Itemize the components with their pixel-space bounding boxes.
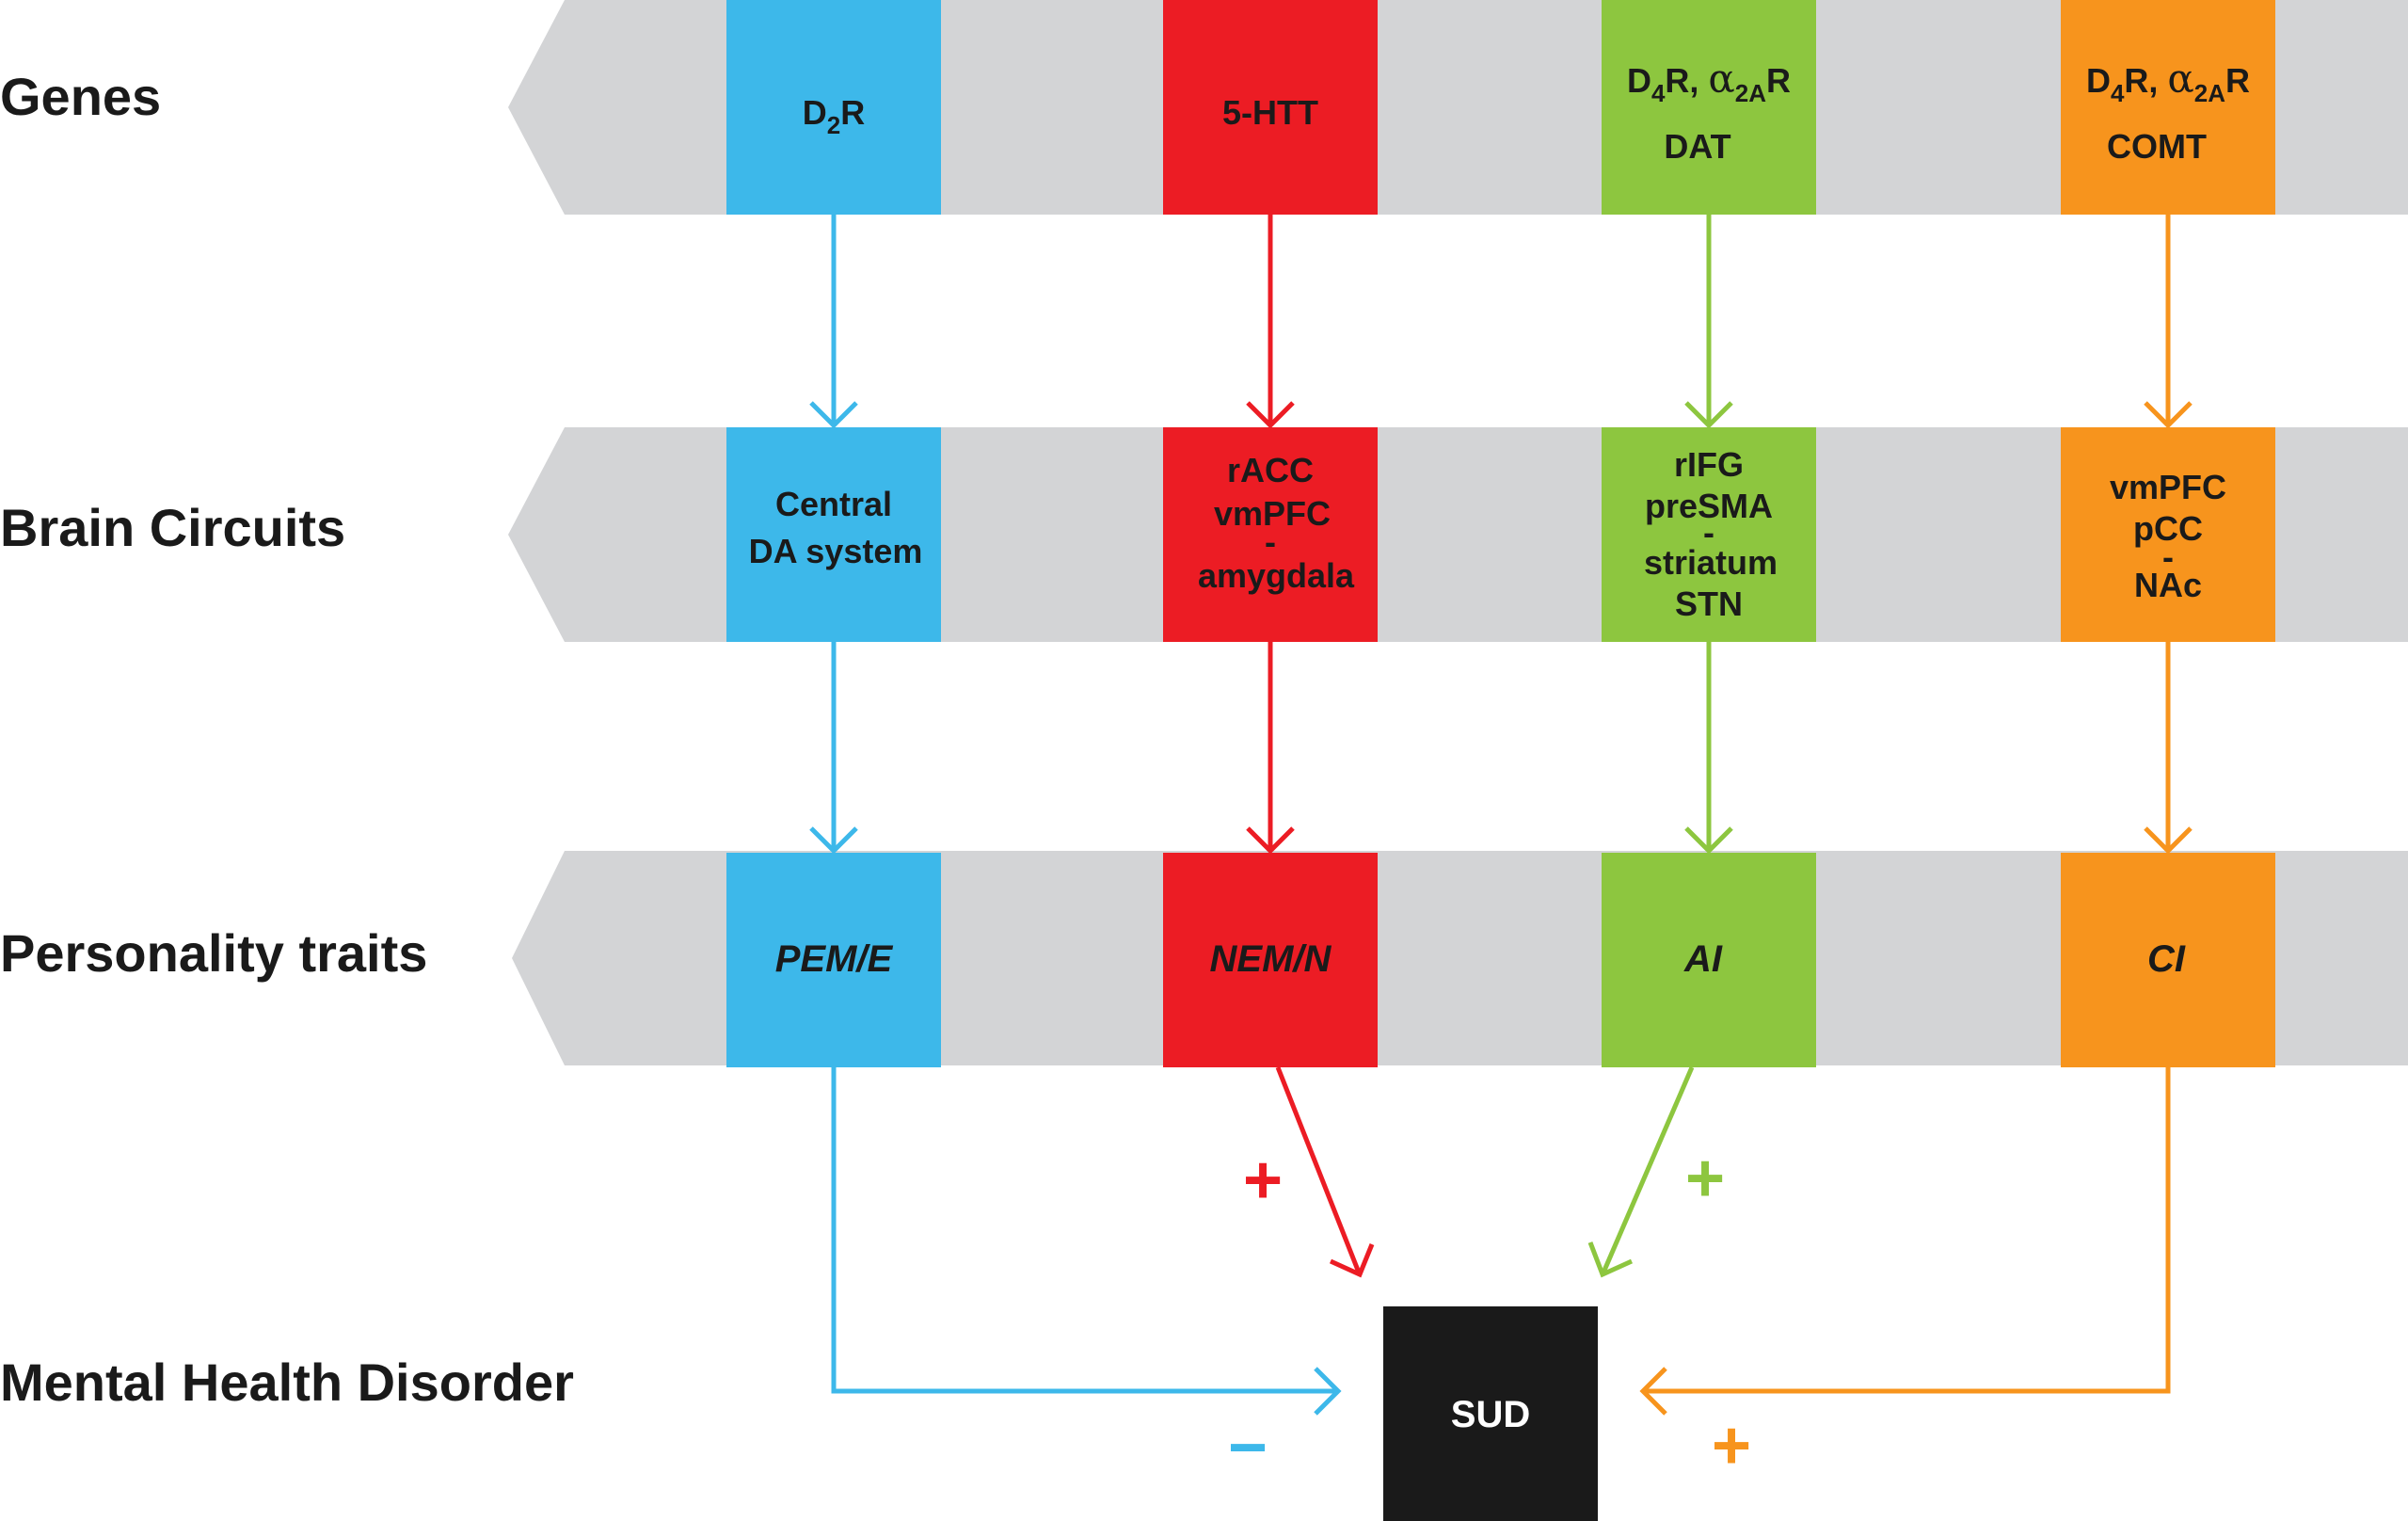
row-label-personality-traits: Personality traits — [0, 923, 427, 983]
circuit-text-red: rACC vmPFC - amygdala — [1198, 451, 1355, 595]
outcome-connectors — [831, 1066, 2171, 1416]
gene-box-d2r — [726, 0, 941, 215]
circuit-line: amygdala — [1198, 556, 1355, 595]
arrowhead-green-2 — [1684, 826, 1733, 855]
gene-box-d4r-comt — [2061, 0, 2275, 215]
connectors — [809, 215, 2193, 855]
arrowhead-orange-1 — [2144, 401, 2193, 429]
circuit-line: striatum — [1644, 543, 1778, 582]
trait-label-ai: AI — [1683, 938, 1723, 980]
outcome-label: SUD — [1451, 1394, 1530, 1435]
trait-box-nem-n — [1163, 853, 1378, 1067]
arrowhead-red-2 — [1246, 826, 1295, 855]
circuit-line: rACC — [1227, 451, 1314, 489]
row-label-brain-circuits: Brain Circuits — [0, 498, 345, 557]
circuit-text-orange: vmPFC pCC - NAc — [2110, 468, 2226, 604]
gene-box-5htt — [1163, 0, 1378, 215]
circuit-line: - — [1703, 513, 1714, 552]
sign-red-positive: + — [1243, 1143, 1283, 1218]
circuit-text-blue: Central DA system — [749, 485, 923, 570]
arrowhead-red-1 — [1246, 401, 1295, 429]
arrowhead-red-sud — [1329, 1243, 1375, 1278]
genes-band — [508, 0, 2408, 215]
row-label-genes: Genes — [0, 67, 161, 126]
circuit-line: rIFG — [1674, 445, 1744, 484]
arrowhead-green-sud — [1587, 1241, 1634, 1278]
circuit-line: pCC — [2133, 509, 2203, 548]
gene-label-d4r-alpha2ar-orange: D4R, α2AR — [2086, 56, 2250, 107]
trait-label-nem-n: NEM/N — [1210, 938, 1332, 980]
circuit-line: vmPFC — [1214, 494, 1331, 533]
arrowhead-orange-2 — [2144, 826, 2193, 855]
arrowhead-blue-2 — [809, 826, 858, 855]
circuit-line: vmPFC — [2110, 468, 2226, 506]
gene-label-comt: COMT — [2107, 127, 2207, 166]
circuit-line: Central — [775, 485, 892, 523]
connector-blue-to-sud — [831, 1067, 1336, 1394]
gene-label-5htt: 5-HTT — [1222, 93, 1318, 132]
sign-blue-negative: − — [1228, 1410, 1268, 1485]
outcome-box-sud — [1383, 1306, 1598, 1521]
gene-box-d4r-dat — [1602, 0, 1816, 215]
arrowhead-blue-sud — [1314, 1367, 1342, 1416]
trait-label-pem-e: PEM/E — [775, 938, 894, 980]
connector-red-to-sud — [1275, 1066, 1362, 1273]
trait-box-ai — [1602, 853, 1816, 1067]
gene-label-d4r-alpha2ar-green: D4R, α2AR — [1627, 56, 1791, 107]
arrowhead-green-1 — [1684, 401, 1733, 429]
connector-green-to-sud — [1601, 1066, 1695, 1273]
circuit-line: NAc — [2134, 566, 2202, 604]
circuit-box-central-da — [726, 427, 941, 642]
circuit-text-green: rIFG preSMA - striatum STN — [1644, 445, 1778, 623]
arrowhead-orange-sud — [1639, 1367, 1667, 1416]
circuit-line: - — [2162, 537, 2174, 576]
trait-box-ci — [2061, 853, 2275, 1067]
trait-label-ci: CI — [2147, 938, 2186, 980]
arrowhead-blue-1 — [809, 401, 858, 429]
brain-circuits-band — [508, 427, 2408, 642]
circuit-box-rifg-stn — [1602, 427, 1816, 642]
sign-orange-positive: + — [1712, 1408, 1751, 1483]
circuit-line: - — [1265, 522, 1276, 561]
personality-traits-band — [512, 851, 2408, 1065]
circuit-line: preSMA — [1645, 487, 1773, 525]
circuit-box-racc-amygdala — [1163, 427, 1378, 642]
circuit-line: STN — [1675, 584, 1743, 623]
sign-green-positive: + — [1685, 1141, 1725, 1216]
circuit-line: DA system — [749, 532, 923, 570]
trait-box-pem-e — [726, 853, 941, 1067]
row-label-mental-health-disorder: Mental Health Disorder — [0, 1353, 574, 1412]
gene-label-dat: DAT — [1664, 127, 1730, 166]
circuit-box-vmpfc-nac — [2061, 427, 2275, 642]
connector-orange-to-sud — [1645, 1067, 2171, 1394]
gene-label-d2r: D2R — [803, 93, 865, 139]
